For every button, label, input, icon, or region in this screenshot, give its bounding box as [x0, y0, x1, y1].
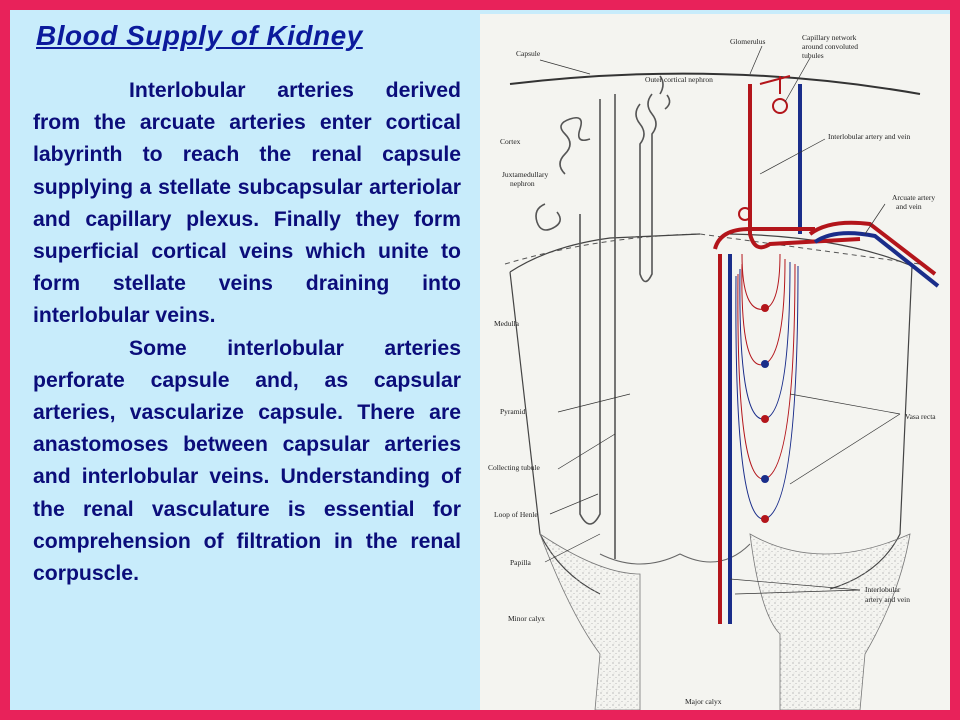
label-vasa-recta: Vasa recta	[905, 412, 936, 421]
paragraph-1: Interlobular arteries derived from the a…	[33, 79, 461, 328]
label-interlobular-lower-2: artery and vein	[865, 595, 910, 604]
vasa-recta-glomeruli	[761, 304, 769, 523]
label-capillary-network: Capillary network	[802, 33, 857, 42]
label-juxtamedullary: Juxtamedullary	[502, 170, 548, 179]
label-outer-cortical-nephron: Outer cortical nephron	[645, 75, 713, 84]
label-juxtamedullary-2: nephron	[510, 179, 535, 188]
capsule-line	[509, 72, 921, 95]
kidney-blood-supply-diagram: Capsule Glomerulus Capillary network aro…	[480, 14, 950, 710]
label-arcuate: Arcuate artery	[892, 193, 935, 202]
juxtamedullary-nephron	[535, 75, 671, 559]
cortical-glomeruli	[738, 75, 791, 221]
label-capillary-network-3: tubules	[802, 51, 824, 60]
label-arcuate-2: and vein	[896, 202, 922, 211]
diagram-svg: Capsule Glomerulus Capillary network aro…	[488, 33, 940, 710]
label-capsule: Capsule	[516, 49, 541, 58]
label-minor-calyx: Minor calyx	[508, 614, 545, 623]
leader-lines	[539, 45, 901, 595]
label-loop-of-henle: Loop of Henle	[494, 510, 538, 519]
label-capillary-network-2: around convoluted	[802, 42, 858, 51]
slide: Blood Supply of Kidney Interlobular arte…	[10, 10, 950, 710]
pyramid-outline	[509, 233, 913, 595]
slide-title: Blood Supply of Kidney	[36, 20, 363, 51]
label-glomerulus: Glomerulus	[730, 37, 765, 46]
minor-calyx-right	[749, 533, 911, 710]
body-text: Interlobular arteries derived from the a…	[33, 75, 461, 590]
label-major-calyx: Major calyx	[685, 697, 722, 706]
label-interlobular-lower: Interlobular	[865, 585, 901, 594]
label-interlobular-artery-vein: Interlobular artery and vein	[828, 132, 911, 141]
label-medulla: Medulla	[494, 319, 520, 328]
minor-calyx-left	[539, 532, 641, 710]
label-pyramid: Pyramid	[500, 407, 526, 416]
label-cortex: Cortex	[500, 137, 521, 146]
label-collecting-tubule: Collecting tubule	[488, 463, 541, 472]
interlobular-vessels	[713, 84, 940, 624]
label-papilla: Papilla	[510, 558, 532, 567]
papilla-outline	[599, 543, 751, 565]
paragraph-2: Some interlobular arteries perforate cap…	[33, 336, 461, 586]
